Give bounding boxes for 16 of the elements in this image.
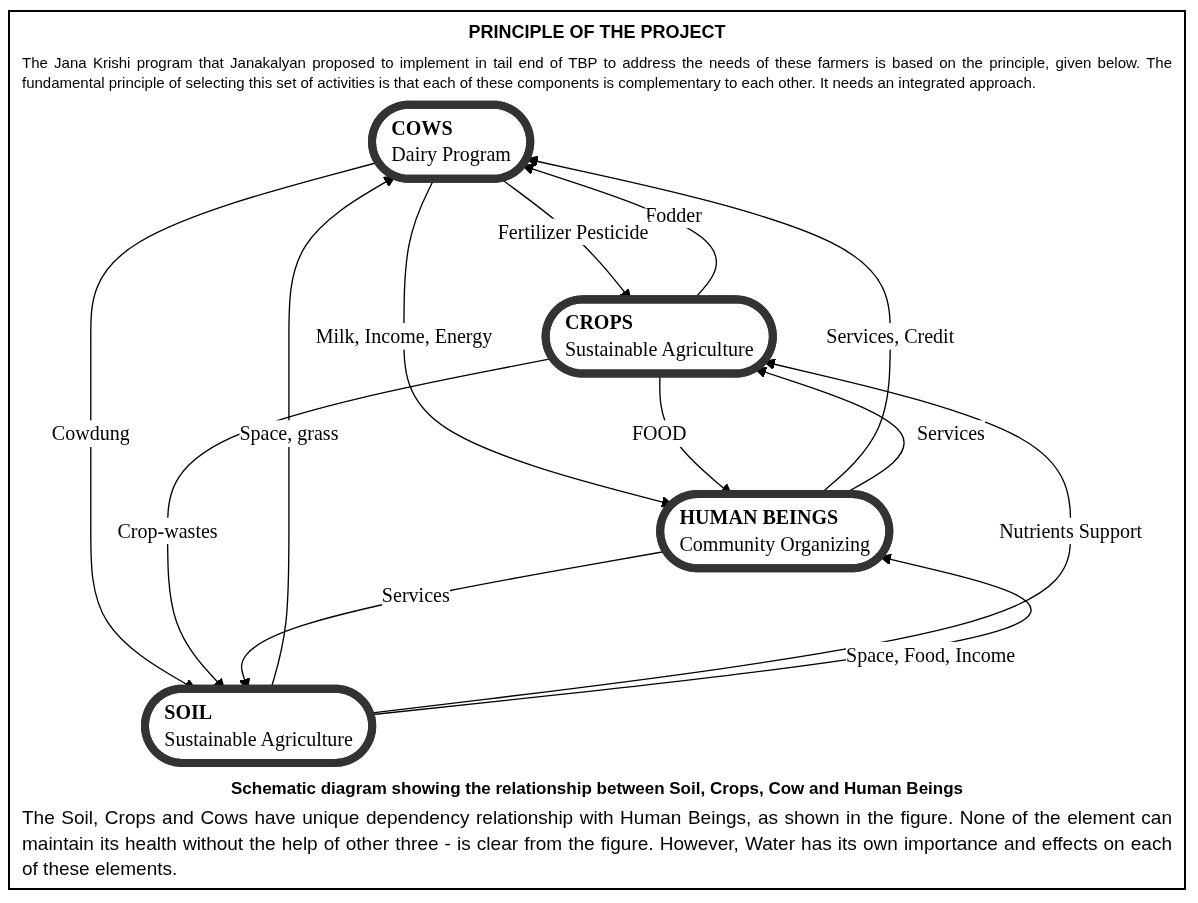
edge-label: Fodder: [645, 203, 702, 226]
edge-label: FOOD: [631, 422, 687, 444]
closing-paragraph: The Soil, Crops and Cows have unique dependency relationship with Human Beings, as shown in the figure. None of the element can maintain its health without the help of other three - is clear from the figure. However, Water has its own importance and effects on each of these elements.: [22, 806, 1172, 882]
intro-paragraph: The Jana Krishi program that Janakalyan proposed to implement in tail end of TBP to address the needs of these farmers is based on the principle, given below. The fundamental principle of selecting this set of activities is that each of these components is complementary to each other. It needs an integrated approach.: [22, 53, 1172, 94]
title: PRINCIPLE OF THE PROJECT: [467, 22, 727, 43]
edge-label: Space, Food, Income: [846, 643, 1016, 666]
edge-label: Crop-wastes: [117, 519, 218, 542]
edge-label: Fertilizer Pesticide: [497, 220, 649, 243]
edge-label: Services: [381, 584, 450, 606]
edge-label: Services, Credit: [826, 325, 955, 347]
edge-label: Milk, Income, Energy: [315, 325, 493, 347]
edge-label: Nutrients Support: [999, 519, 1143, 542]
caption: Schematic diagram showing the relationship between Soil, Crops, Cow and Human Beings: [229, 779, 965, 800]
edge-label: Services: [916, 422, 985, 444]
edge-label: Space, grass: [239, 422, 339, 444]
edge-label: Cowdung: [51, 422, 130, 444]
